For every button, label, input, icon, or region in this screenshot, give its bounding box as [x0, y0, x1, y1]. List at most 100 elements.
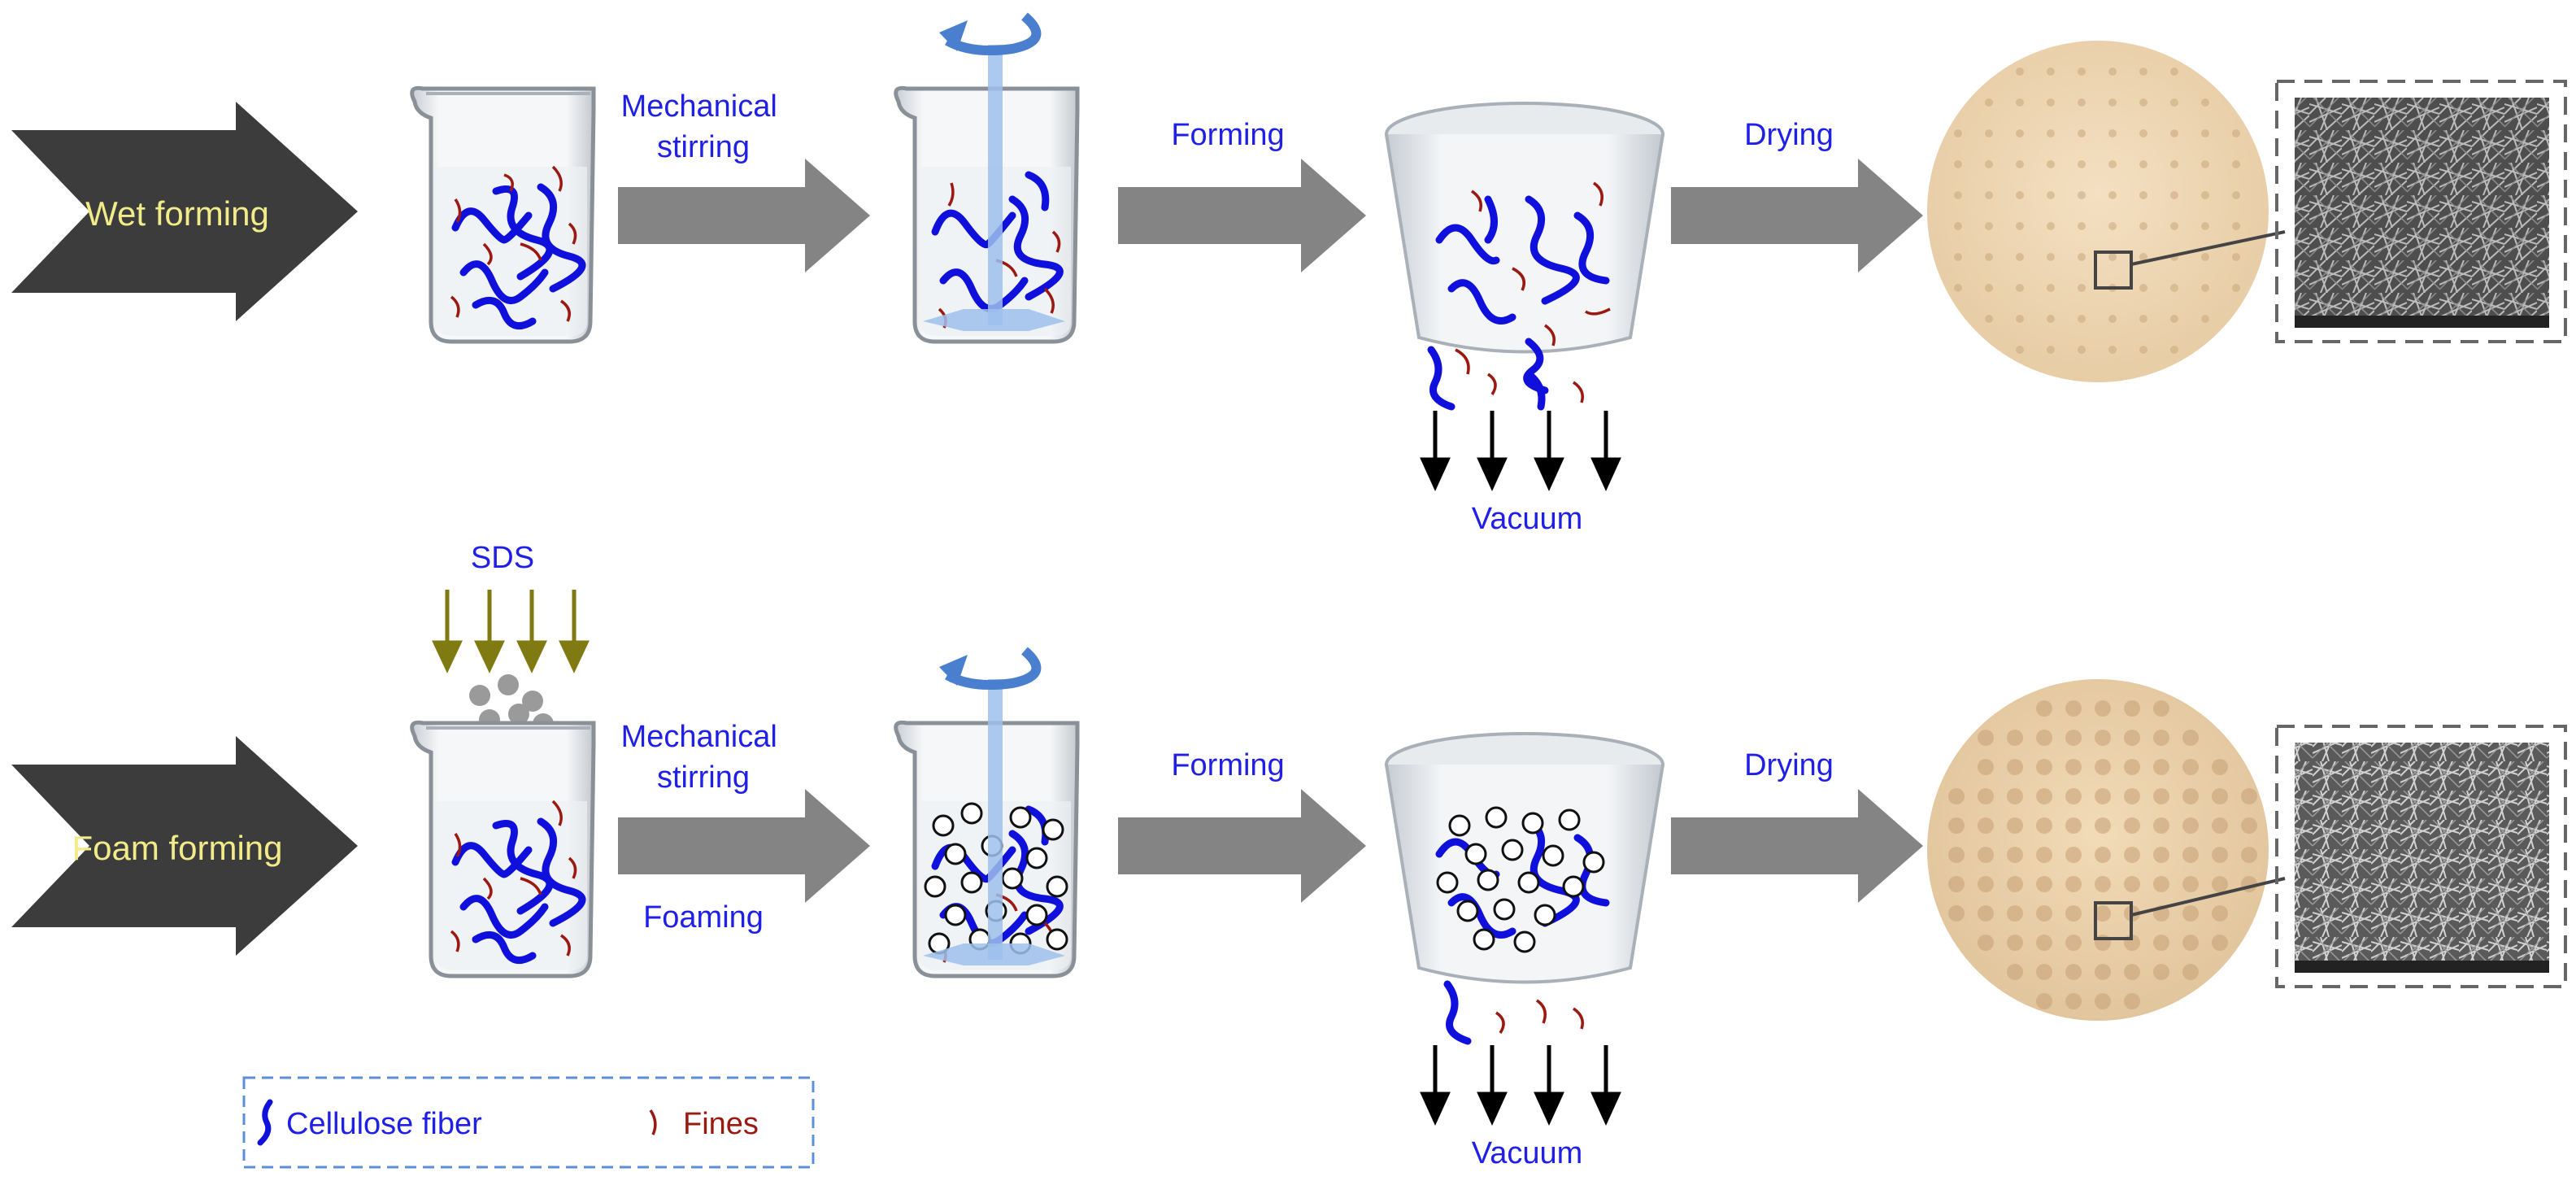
paper-dot — [2007, 847, 2023, 863]
mechanical-stirring-line2-foam: stirring — [657, 760, 750, 795]
legend: Cellulose fiber Fines — [242, 1076, 815, 1169]
paper-dot — [1954, 191, 1962, 199]
paper-dot — [2095, 730, 2111, 746]
paper-dot — [2078, 253, 2086, 261]
paper-dot — [1978, 905, 1994, 922]
paper-dot — [2078, 315, 2086, 323]
paper-dot — [2007, 935, 2023, 951]
paper-dot — [2153, 700, 2169, 717]
paper-dot — [1985, 160, 1993, 168]
paper-dot — [2095, 847, 2111, 863]
paper-dot — [2212, 759, 2228, 775]
paper-dot — [2065, 876, 2082, 892]
paper-dot — [2201, 129, 2209, 137]
mechanical-stirring-label-foam: Mechanical stirring — [621, 720, 786, 795]
paper-dot — [2078, 346, 2086, 354]
paper-dot — [2016, 98, 2024, 107]
paper-dot — [1978, 759, 1994, 775]
paper-dot — [1948, 817, 1965, 834]
paper-dot — [2124, 730, 2140, 746]
paper-dot — [2095, 700, 2111, 717]
paper-dot — [1954, 284, 1962, 292]
paper-dot — [2065, 817, 2082, 834]
foam-bubbles-cup — [1436, 806, 1605, 953]
paper-dot — [2016, 346, 2024, 354]
paper-dot — [2095, 788, 2111, 804]
paper-dot — [2232, 253, 2240, 261]
legend-fiber-icon — [257, 1099, 273, 1146]
paper-dot — [2078, 284, 2086, 292]
foaming-label: Foaming — [643, 900, 764, 935]
paper-dot — [1985, 284, 1993, 292]
beaker-1-fibers — [450, 165, 586, 330]
paper-dot — [2016, 191, 2024, 199]
paper-dot — [2108, 315, 2117, 323]
paper-dot — [2007, 730, 2023, 746]
paper-dot — [2095, 759, 2111, 775]
process-arrow-2-wet — [1118, 159, 1366, 272]
sds-label: SDS — [471, 541, 534, 575]
paper-dot — [2139, 129, 2147, 137]
wet-forming-row: Wet forming — [11, 12, 2567, 536]
paper-dot — [2047, 191, 2055, 199]
paper-dot — [2232, 284, 2240, 292]
paper-dot — [2153, 964, 2169, 980]
paper-dot — [1948, 788, 1965, 804]
paper-dot — [2016, 253, 2024, 261]
sem-image-wet — [2275, 80, 2567, 343]
paper-dot — [2047, 346, 2055, 354]
stir-rotation-arrow-wet — [945, 12, 1042, 56]
paper-dot — [2108, 160, 2117, 168]
paper-dot — [2016, 315, 2024, 323]
paper-dot — [2212, 935, 2228, 951]
mechanical-stirring-line1-wet: Mechanical — [621, 89, 777, 124]
drain-fibers-wet — [1427, 338, 1584, 411]
vacuum-arrows-wet — [1420, 411, 1621, 492]
paper-dot — [1948, 905, 1965, 922]
paper-dot — [2139, 253, 2147, 261]
paper-dot — [2078, 98, 2086, 107]
sem-image-foam — [2275, 725, 2567, 988]
paper-dot — [2036, 905, 2052, 922]
paper-dot — [2016, 68, 2024, 76]
process-arrow-1-wet — [618, 159, 870, 272]
paper-dot — [1954, 222, 1962, 230]
paper-dot — [2065, 993, 2082, 1009]
paper-dot — [2139, 160, 2147, 168]
paper-dot — [2170, 160, 2178, 168]
paper-dot — [2212, 788, 2228, 804]
drying-label-wet: Drying — [1744, 118, 1834, 152]
beaker-1-foam — [410, 720, 596, 978]
paper-dot — [2095, 964, 2111, 980]
paper-dot — [2232, 129, 2240, 137]
paper-dot — [2065, 788, 2082, 804]
forming-label-foam: Forming — [1171, 748, 1284, 782]
paper-dot — [2201, 253, 2209, 261]
paper-dot — [2078, 222, 2086, 230]
paper-dot — [2047, 253, 2055, 261]
sds-arrows — [432, 590, 590, 673]
paper-dot — [2047, 315, 2055, 323]
paper-dot — [2007, 876, 2023, 892]
paper-dot — [2182, 788, 2199, 804]
mechanical-stirring-line1-foam: Mechanical — [621, 720, 777, 754]
paper-dot — [2095, 905, 2111, 922]
paper-dot — [2182, 730, 2199, 746]
paper-dot — [1978, 935, 1994, 951]
paper-dot — [2170, 191, 2178, 199]
dried-paper-disc-foam — [1927, 679, 2286, 1021]
mechanical-stirring-line2-wet: stirring — [657, 130, 750, 164]
paper-dot — [2016, 222, 2024, 230]
paper-dot — [2153, 759, 2169, 775]
paper-dot — [2182, 905, 2199, 922]
paper-dot — [1985, 129, 1993, 137]
paper-dot — [2036, 788, 2052, 804]
paper-dot — [2047, 160, 2055, 168]
paper-dot — [2241, 817, 2257, 834]
paper-dot — [1948, 876, 1965, 892]
process-arrow-2-foam — [1118, 789, 1366, 903]
paper-dot — [2065, 905, 2082, 922]
paper-dot — [2182, 847, 2199, 863]
paper-dot — [2065, 759, 2082, 775]
drain-fibers-foam — [1443, 980, 1584, 1045]
